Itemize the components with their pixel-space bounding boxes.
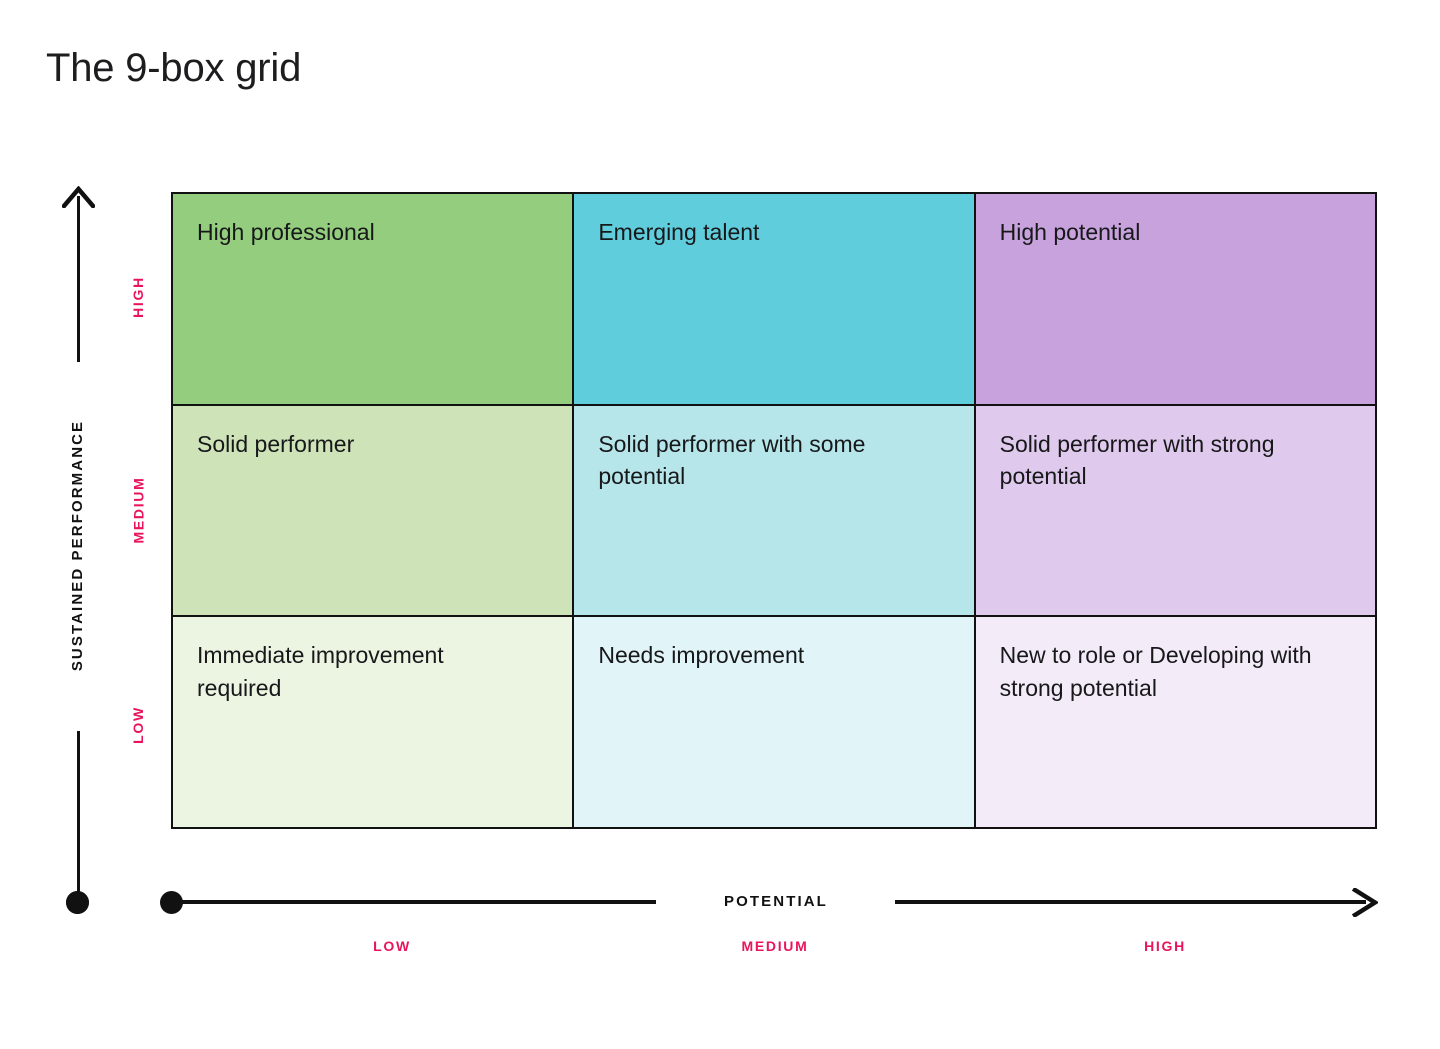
y-axis-tick-high: HIGH <box>118 252 158 342</box>
grid-cell-label: High potential <box>999 219 1141 245</box>
nine-box-grid: High professional Emerging talent High p… <box>171 192 1377 829</box>
grid-cell-label: Solid performer with some potential <box>598 430 866 490</box>
x-axis-line-right <box>895 900 1366 904</box>
arrow-right-icon <box>1351 886 1380 919</box>
grid-cell-medium-performance-medium-potential[interactable]: Solid performer with some potential <box>574 405 976 618</box>
grid-cell-high-performance-low-potential[interactable]: High professional <box>173 194 575 406</box>
grid-cell-label: Solid performer <box>197 430 355 457</box>
grid-cell-medium-performance-low-potential[interactable]: Solid performer <box>173 405 575 618</box>
y-axis-tick-medium: MEDIUM <box>118 465 158 555</box>
y-axis-tick-medium-label: MEDIUM <box>130 476 147 544</box>
grid-cell-label: Needs improvement <box>598 642 805 669</box>
grid-cell-label: Emerging talent <box>598 219 760 245</box>
axis-start-dot-icon <box>160 891 183 914</box>
y-axis-title: SUSTAINED PERFORMANCE <box>62 390 94 700</box>
grid-cell-label: Solid performer with strong potential <box>999 430 1275 490</box>
x-axis-tick-high: HIGH <box>1144 938 1186 954</box>
y-axis-title-label: SUSTAINED PERFORMANCE <box>69 419 87 671</box>
x-axis-tick-low: LOW <box>373 938 411 954</box>
grid-cell-high-performance-high-potential[interactable]: High potential <box>975 194 1377 406</box>
y-axis-line-upper <box>77 196 80 362</box>
grid-cell-label: Immediate improvement required <box>197 642 444 701</box>
grid-cell-label: High professional <box>197 219 375 245</box>
axis-origin-dot-icon <box>66 891 89 914</box>
y-axis-tick-low: LOW <box>118 680 158 770</box>
grid-cell-low-performance-low-potential[interactable]: Immediate improvement required <box>173 617 575 829</box>
y-axis-tick-high-label: HIGH <box>130 276 146 318</box>
arrow-up-icon <box>60 185 97 210</box>
x-axis-tick-medium: MEDIUM <box>741 938 809 954</box>
grid-cell-label: New to role or Developing with strong po… <box>999 642 1312 701</box>
grid-cell-medium-performance-high-potential[interactable]: Solid performer with strong potential <box>975 405 1377 618</box>
page-title: The 9-box grid <box>46 46 302 90</box>
y-axis-tick-low-label: LOW <box>129 706 146 744</box>
grid-cell-low-performance-medium-potential[interactable]: Needs improvement <box>574 617 976 829</box>
grid-cell-high-performance-medium-potential[interactable]: Emerging talent <box>574 194 976 406</box>
grid-cell-low-performance-high-potential[interactable]: New to role or Developing with strong po… <box>975 617 1377 829</box>
y-axis-line-lower <box>77 731 80 897</box>
x-axis-line-left <box>178 900 656 904</box>
x-axis-title: POTENTIAL <box>724 893 828 910</box>
